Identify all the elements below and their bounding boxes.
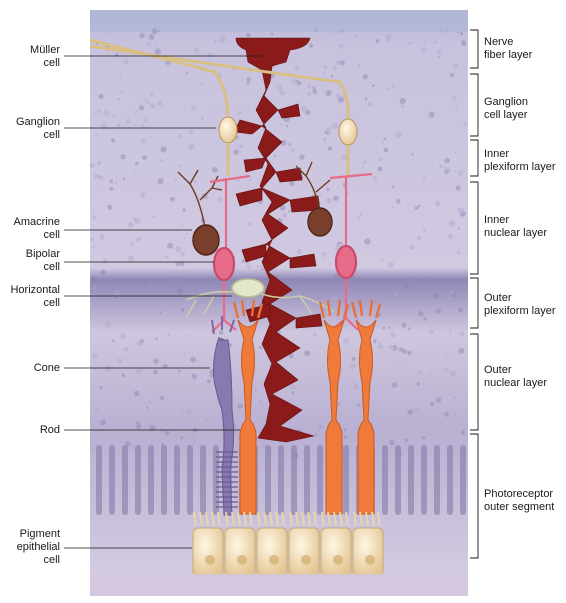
label-inner-plexiform-layer: Innerplexiform layer	[484, 148, 556, 174]
bracket-photoreceptor	[470, 434, 478, 558]
label-ganglion-cell-layer: Ganglioncell layer	[484, 96, 528, 122]
label-horizontal-cell: Horizontalcell	[10, 284, 60, 310]
bracket-inner-plexiform	[470, 140, 478, 176]
label-rod: Rod	[40, 424, 60, 437]
label-bipolar-cell: Bipolarcell	[26, 248, 60, 274]
label-outer-plexiform-layer: Outerplexiform layer	[484, 292, 556, 318]
nerve-fiber-band	[90, 10, 468, 32]
bracket-outer-plexiform	[470, 278, 478, 328]
label-ganglion-cell: Ganglioncell	[16, 116, 60, 142]
label-inner-nuclear-layer: Innernuclear layer	[484, 214, 547, 240]
label-muller-cell: Müllercell	[30, 44, 60, 70]
label-photoreceptor-outer-segment: Photoreceptorouter segment	[484, 488, 554, 514]
outer-segment-striations	[96, 445, 466, 515]
choroid-base	[90, 574, 468, 596]
bracket-nerve-fiber	[470, 30, 478, 68]
label-outer-nuclear-layer: Outernuclear layer	[484, 364, 547, 390]
label-pigment-epithelial-cell: Pigmentepithelialcell	[17, 528, 60, 567]
label-cone: Cone	[34, 362, 60, 375]
bracket-outer-nuclear	[470, 334, 478, 430]
label-nerve-fiber-layer: Nervefiber layer	[484, 36, 532, 62]
bracket-ganglion-cell	[470, 74, 478, 136]
bracket-inner-nuclear	[470, 182, 478, 274]
label-amacrine-cell: Amacrinecell	[14, 216, 60, 242]
